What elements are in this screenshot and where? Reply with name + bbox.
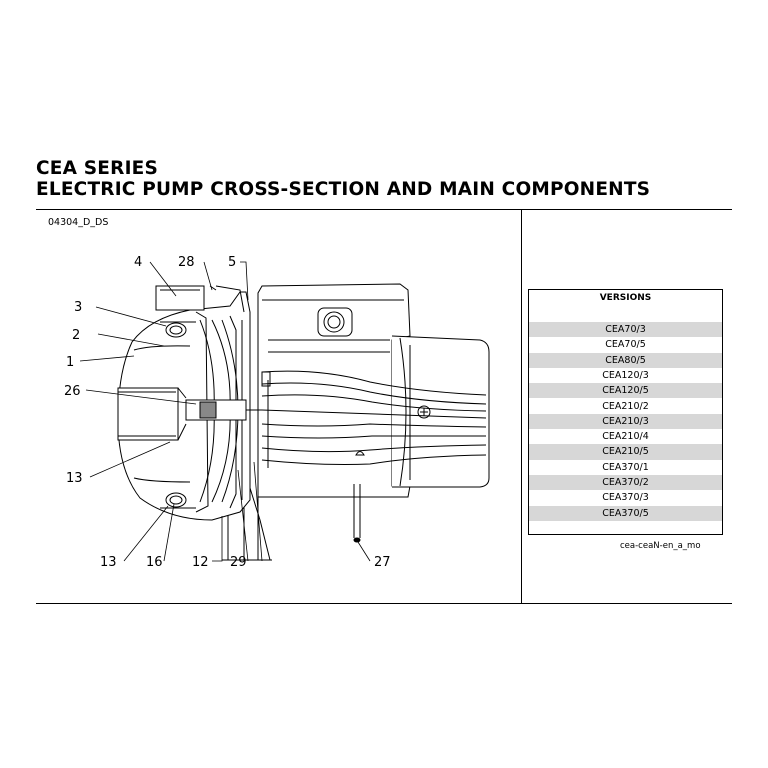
- version-row: CEA70/3: [529, 322, 722, 338]
- version-row: CEA370/2: [529, 475, 722, 491]
- callout-13-upper: 13: [66, 471, 83, 486]
- versions-table: VERSIONS CEA70/3 CEA70/5 CEA80/5 CEA120/…: [528, 289, 723, 535]
- callout-28: 28: [178, 255, 195, 270]
- leader-lines: [79, 261, 371, 562]
- callout-16: 16: [146, 555, 163, 570]
- callout-26: 26: [64, 384, 81, 399]
- callout-4: 4: [134, 255, 142, 270]
- callout-1: 1: [66, 355, 74, 370]
- callout-13-lower: 13: [100, 555, 117, 570]
- title-series: CEA SERIES: [36, 158, 159, 179]
- version-row: CEA210/2: [602, 400, 649, 412]
- version-row: CEA120/5: [529, 383, 722, 399]
- reference-code: cea-ceaN-en_a_mo: [620, 541, 701, 551]
- top-rule: [36, 209, 732, 210]
- version-row: CEA120/3: [602, 369, 649, 381]
- versions-heading: VERSIONS: [599, 293, 652, 303]
- pump-casing: [117, 285, 262, 521]
- callout-12: 12: [192, 555, 209, 570]
- version-row: CEA80/5: [529, 352, 722, 368]
- callout-5: 5: [228, 255, 236, 270]
- callout-2: 2: [72, 328, 80, 343]
- drawing-code: 04304_D_DS: [48, 217, 109, 228]
- motor-housing: [257, 283, 490, 498]
- version-row: CEA210/3: [529, 413, 722, 430]
- bottom-rule: [36, 603, 732, 604]
- divider-vertical: [521, 209, 522, 604]
- callout-27: 27: [374, 555, 391, 570]
- title-main: ELECTRIC PUMP CROSS-SECTION AND MAIN COM…: [36, 179, 651, 200]
- version-row: CEA370/1: [602, 461, 649, 473]
- version-row: CEA70/5: [605, 339, 646, 351]
- version-row: CEA370/3: [602, 492, 649, 504]
- version-row: CEA210/4: [602, 431, 649, 443]
- version-row: CEA370/5: [529, 505, 722, 521]
- callout-3: 3: [74, 300, 82, 315]
- version-row: CEA210/5: [529, 444, 722, 460]
- drain-rod: [353, 484, 361, 543]
- callout-29: 29: [230, 555, 247, 570]
